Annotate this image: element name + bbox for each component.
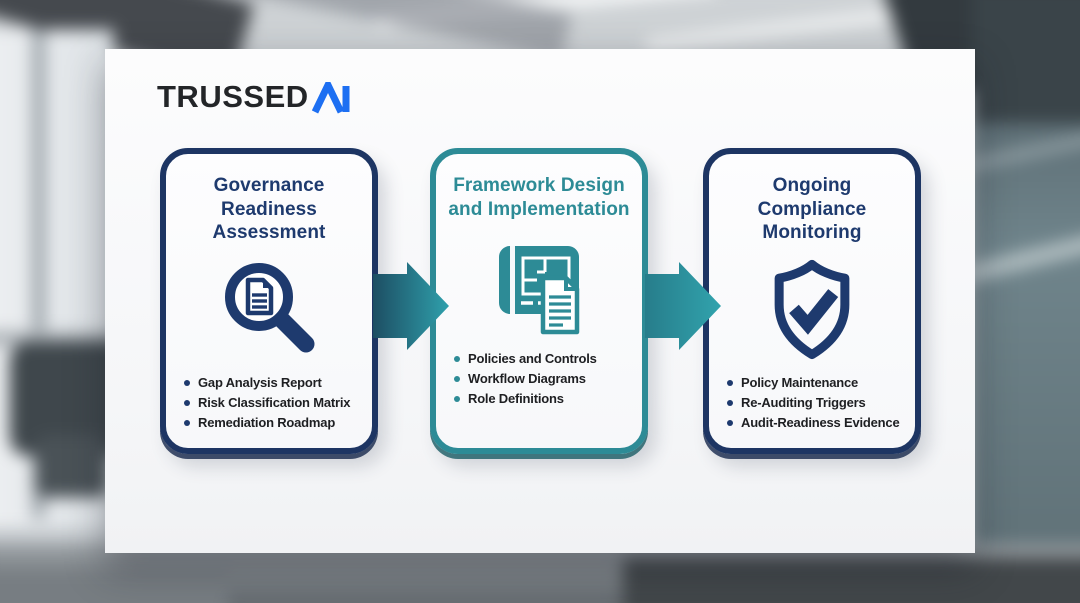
bullet-dot [727, 399, 733, 406]
bullet-dot [184, 379, 190, 386]
card-framework-design-implementation: Framework Design and Implementation [430, 148, 648, 454]
bullet-item: Re-Auditing Triggers [727, 393, 905, 413]
card-bullet-list: Policies and Controls Workflow Diagrams … [436, 349, 642, 409]
bullet-item: Risk Classification Matrix [184, 393, 362, 413]
bullet-item: Workflow Diagrams [454, 369, 632, 389]
ai-monogram-icon [311, 82, 350, 114]
magnifier-document-icon [166, 249, 372, 371]
bullet-item: Audit-Readiness Evidence [727, 413, 905, 433]
bullet-item: Gap Analysis Report [184, 373, 362, 393]
bullet-dot [184, 399, 190, 406]
flow-arrow-right-icon [645, 262, 721, 350]
bullet-dot [727, 419, 733, 426]
card-title: Governance Readiness Assessment [212, 175, 326, 244]
bullet-dot [184, 419, 190, 426]
bullet-dot [727, 379, 733, 386]
card-ongoing-compliance-monitoring: Ongoing Compliance Monitoring Policy Mai… [703, 148, 921, 454]
bullet-dot [454, 376, 460, 383]
card-bullet-list: Policy Maintenance Re-Auditing Triggers … [709, 373, 915, 433]
bullet-dot [454, 356, 460, 363]
card-governance-readiness-assessment: Governance Readiness Assessment Gap Anal… [160, 148, 378, 454]
shield-check-icon [709, 249, 915, 371]
bullet-item: Remediation Roadmap [184, 413, 362, 433]
trussed-ai-logo: TRUSSED [157, 79, 352, 115]
slide-panel: TRUSSED Governance Readiness Assessment [105, 49, 975, 553]
bullet-item: Role Definitions [454, 389, 632, 409]
logo-wordmark: TRUSSED [157, 79, 309, 114]
flow-arrow-right-icon [373, 262, 449, 350]
bullet-dot [454, 396, 460, 403]
card-title: Framework Design and Implementation [448, 175, 630, 220]
blueprint-document-icon [436, 225, 642, 347]
bullet-item: Policy Maintenance [727, 373, 905, 393]
card-title: Ongoing Compliance Monitoring [757, 175, 867, 244]
bullet-item: Policies and Controls [454, 349, 632, 369]
card-bullet-list: Gap Analysis Report Risk Classification … [166, 373, 372, 433]
